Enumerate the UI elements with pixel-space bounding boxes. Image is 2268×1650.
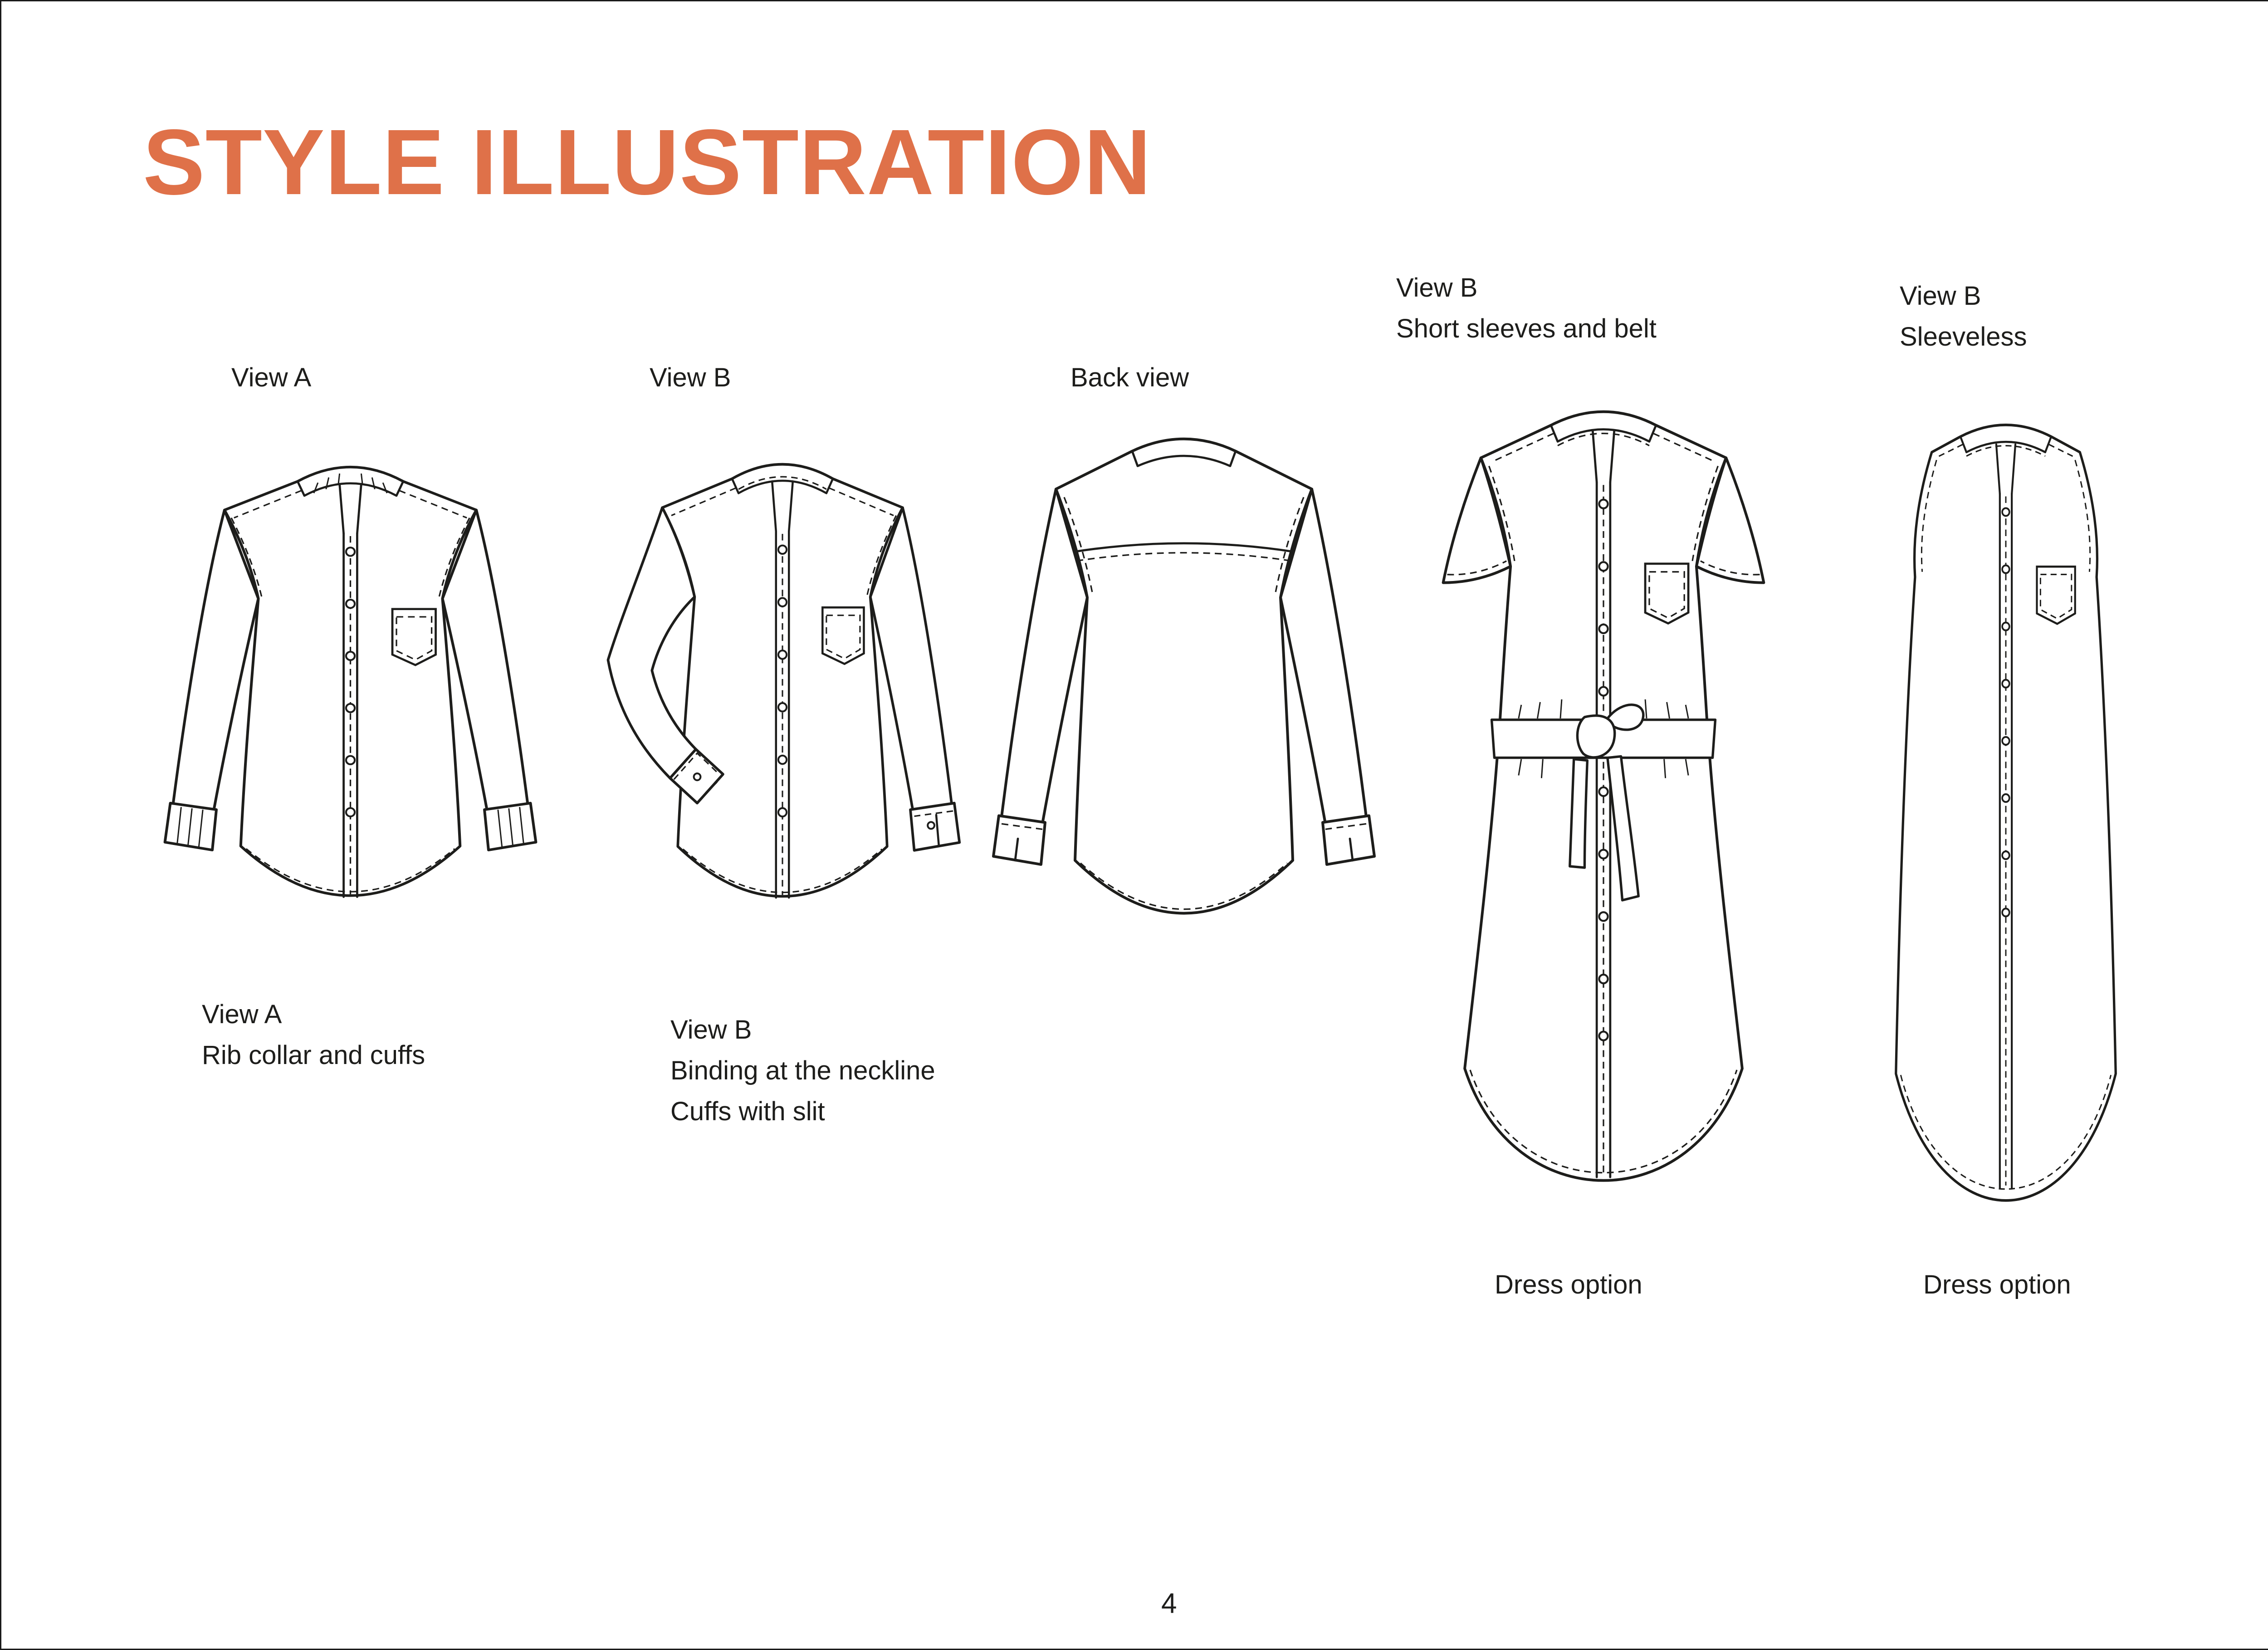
label-view-b: View B: [650, 363, 731, 392]
caption-view-a: View A Rib collar and cuffs: [202, 994, 425, 1076]
label-view-b-short: View B Short sleeves and belt: [1396, 268, 1657, 349]
dress-sleeveless-illustration: [1827, 385, 2185, 1243]
label-view-b-short-line2: Short sleeves and belt: [1396, 314, 1657, 343]
caption-dress-option-left: Dress option: [1495, 1270, 1642, 1299]
dress-short-sleeve-drawing: [1442, 410, 1765, 1182]
label-view-a: View A: [231, 363, 312, 392]
view-b-illustration: [569, 410, 996, 975]
label-view-b-sleeveless-line1: View B: [1900, 281, 1981, 311]
caption-view-a-line2: Rib collar and cuffs: [202, 1040, 425, 1070]
shirt-view-b-drawing: [606, 463, 961, 899]
shirt-back-view-drawing: [992, 437, 1376, 915]
label-view-b-sleeveless-line2: Sleeveless: [1900, 322, 2027, 351]
page-title: STYLE ILLUSTRATION: [143, 110, 1152, 214]
label-view-b-sleeveless: View B Sleeveless: [1900, 276, 2027, 357]
label-back-view: Back view: [1070, 363, 1189, 392]
page-number: 4: [1161, 1588, 1177, 1619]
caption-view-b-line1: View B: [670, 1015, 752, 1045]
dress-short-sleeve-illustration: [1381, 363, 1826, 1231]
caption-view-b-line2: Binding at the neckline: [670, 1056, 935, 1085]
back-view-illustration: [953, 410, 1415, 980]
dress-sleeveless-drawing: [1895, 424, 2117, 1202]
caption-view-b-line3: Cuffs with slit: [670, 1097, 825, 1126]
caption-view-b: View B Binding at the neckline Cuffs wit…: [670, 1010, 935, 1132]
caption-view-a-line1: View A: [202, 1000, 282, 1029]
caption-dress-option-right: Dress option: [1923, 1270, 2071, 1299]
label-view-b-short-line1: View B: [1396, 273, 1478, 303]
view-a-illustration: [127, 414, 574, 974]
shirt-view-a-drawing: [163, 465, 538, 898]
